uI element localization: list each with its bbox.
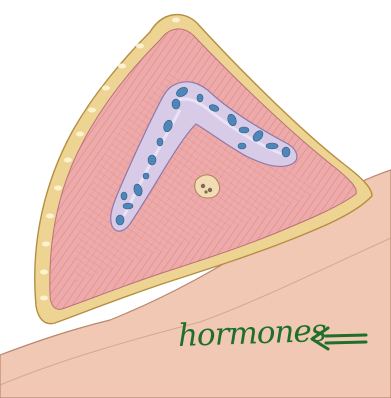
hormones-annotation: hormones [177,313,326,354]
left-arrow-icon [308,324,370,354]
notch-vessel [195,175,220,198]
